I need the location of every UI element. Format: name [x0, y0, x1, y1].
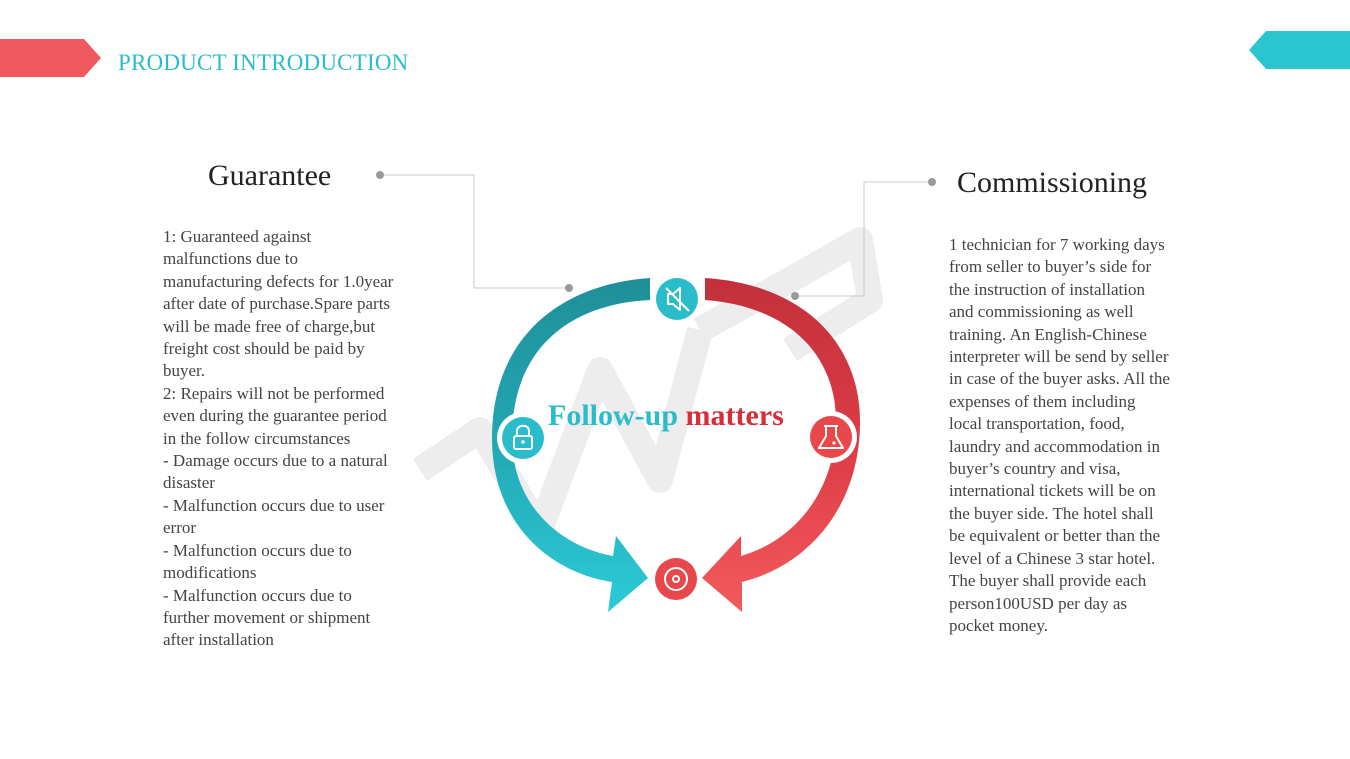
center-title-word-matters: matters	[685, 399, 784, 432]
guarantee-body: 1: Guaranteed against malfunctions due t…	[163, 227, 394, 650]
flask-icon	[805, 411, 857, 463]
teal-arc	[492, 278, 650, 612]
lock-icon	[497, 412, 549, 464]
commissioning-heading: Commissioning	[957, 166, 1148, 199]
speaker-mute-icon	[651, 273, 703, 325]
center-title-word-follow-up: Follow-up	[548, 399, 679, 432]
connector-right	[791, 178, 936, 300]
commissioning-body: 1 technician for 7 working days from sel…	[949, 235, 1170, 635]
red-arc	[702, 278, 860, 612]
connector-left	[376, 171, 573, 292]
header-right-tag	[1249, 31, 1350, 69]
header-left-tag	[0, 39, 101, 77]
disc-icon	[650, 553, 702, 605]
guarantee-heading: Guarantee	[208, 159, 332, 192]
diagram-center-title: Follow-up matters	[548, 399, 784, 433]
page-title: PRODUCT INTRODUCTION	[118, 50, 409, 75]
